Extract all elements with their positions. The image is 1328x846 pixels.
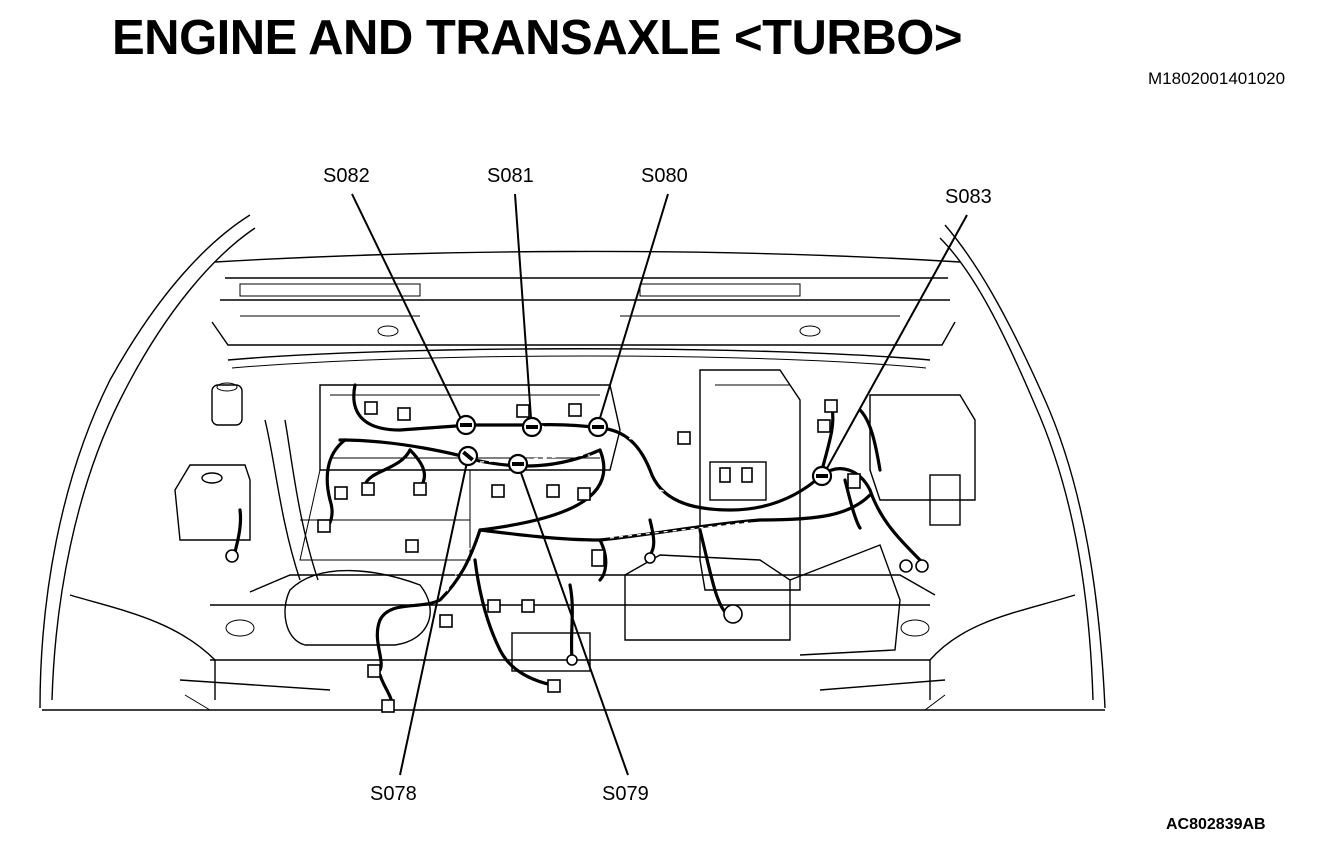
connector [439, 614, 453, 628]
connector [361, 482, 375, 496]
connector [317, 519, 331, 533]
battery [699, 369, 801, 591]
ground-terminal [225, 549, 239, 563]
splice-s081: S081 [487, 165, 543, 438]
splice-label: S082 [323, 165, 370, 187]
connector [405, 539, 419, 553]
splice-s078: S078 [370, 445, 479, 805]
leader-line [599, 193, 669, 419]
connector [364, 401, 378, 415]
wiring-harness [233, 383, 922, 707]
connector [591, 549, 605, 567]
figure-id: AC802839AB [1166, 816, 1266, 833]
splice-label: S078 [370, 783, 417, 805]
connector [491, 484, 505, 498]
connector [516, 404, 530, 418]
engine-components [174, 369, 976, 672]
relay-block [929, 474, 961, 526]
connector [568, 403, 582, 417]
document-id: M1802001401020 [1148, 69, 1286, 88]
connector [397, 407, 411, 421]
leader-line [514, 193, 532, 419]
washer-tank [211, 384, 243, 426]
leader-line [399, 461, 468, 776]
relay-box [869, 394, 976, 501]
connectors [225, 399, 929, 713]
valve-cover [319, 384, 621, 471]
splice-label: S083 [945, 186, 992, 208]
connector [546, 484, 560, 498]
splice-s080: S080 [587, 165, 688, 438]
ground-terminal [566, 654, 578, 666]
connector [547, 679, 561, 693]
ground-terminal [723, 604, 743, 624]
ground-terminal [915, 559, 929, 573]
leader-line [825, 214, 968, 471]
splice-label: S081 [487, 165, 534, 187]
connector [413, 482, 427, 496]
ground-terminal [644, 552, 656, 564]
connector [367, 664, 381, 678]
splice-label: S079 [602, 783, 649, 805]
connector [677, 431, 691, 445]
connector [521, 599, 535, 613]
connector [334, 486, 348, 500]
splice-s082: S082 [323, 165, 477, 436]
connector [577, 487, 591, 501]
connector [381, 699, 395, 713]
connector [817, 419, 831, 433]
leader-line [519, 469, 629, 776]
connector [487, 599, 501, 613]
connector [824, 399, 838, 413]
connector [741, 467, 753, 483]
splice-label: S080 [641, 165, 688, 187]
connector [719, 467, 731, 483]
splice-s079: S079 [507, 453, 649, 805]
splice-s083: S083 [811, 186, 992, 487]
lower-bracket [511, 632, 591, 672]
vehicle-body [39, 214, 1106, 711]
ground-terminal [899, 559, 913, 573]
coolant-reservoir [174, 464, 251, 541]
leader-line [351, 193, 464, 424]
connector [847, 473, 861, 489]
page-title: ENGINE AND TRANSAXLE <TURBO> [112, 11, 962, 65]
